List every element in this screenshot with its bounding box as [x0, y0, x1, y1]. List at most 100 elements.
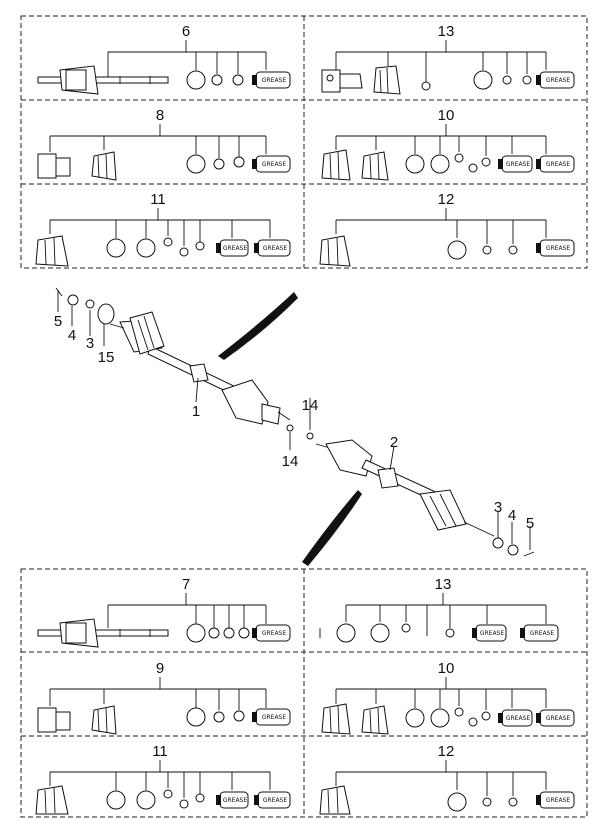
grease-tube-icon: GREASE — [536, 71, 575, 89]
lower-kit-panel — [20, 568, 588, 818]
kit-cell-6: 6 GREASE — [37, 23, 291, 95]
grease-label: GREASE — [546, 797, 571, 804]
callout-7: 7 — [182, 576, 190, 593]
callout-5-right: 5 — [526, 515, 534, 532]
ring-large-icon — [106, 790, 126, 810]
grease-tube-icon: GREASE — [498, 155, 533, 173]
joint-housing-icon — [321, 69, 363, 93]
ring-small-icon — [195, 241, 205, 251]
kit-cell-11-lower: 11 GREASE GREASE — [35, 743, 291, 815]
callout-14-lower: 14 — [282, 453, 299, 470]
ball-icon — [421, 81, 431, 91]
kit-cell-10-lower: 10 GREASE GREASE — [321, 660, 575, 735]
grease-tube-icon: GREASE — [252, 624, 291, 642]
ring-large-icon — [106, 238, 126, 258]
shaft-assembly-icon — [37, 618, 169, 648]
cotter-pin-icon — [523, 551, 535, 557]
ring-small-icon — [482, 797, 492, 807]
upper-kit-border — [20, 15, 588, 269]
kit-cell-8: 8 GREASE — [37, 107, 291, 181]
callout-6: 6 — [182, 23, 190, 40]
ring-small-icon — [454, 707, 464, 717]
grease-label: GREASE — [546, 77, 571, 84]
drive-shaft-right — [315, 439, 495, 537]
ring-small-icon — [502, 75, 512, 85]
grease-label: GREASE — [263, 797, 288, 804]
callout-10: 10 — [438, 660, 455, 677]
ring-small-icon — [482, 245, 492, 255]
inner-cv-joint — [325, 439, 373, 477]
ring-small-icon — [213, 711, 225, 723]
ring-small-icon — [213, 158, 225, 170]
callout-11: 11 — [150, 191, 166, 208]
ring-small-icon — [232, 74, 244, 86]
kit-cell-12-lower: 12 GREASE — [319, 743, 575, 815]
outer-cv-joint — [419, 489, 467, 531]
boot-icon — [319, 235, 351, 267]
ring-small-icon — [481, 157, 491, 167]
callout-4-left: 4 — [68, 327, 76, 344]
boot-pair-icon — [321, 703, 389, 735]
ring-small-icon — [233, 710, 245, 722]
kit-cell-11-upper: 11 GREASE GREASE — [35, 191, 291, 267]
damper — [377, 467, 399, 489]
grease-label: GREASE — [262, 161, 287, 168]
washer-icon — [492, 537, 504, 549]
ring-large-icon — [447, 240, 467, 260]
grease-label: GREASE — [262, 714, 287, 721]
ring-small-icon — [468, 717, 478, 727]
callout-12: 12 — [438, 191, 455, 208]
circlip-icon — [306, 432, 314, 440]
ring-large-icon — [430, 708, 450, 728]
sweep-arrow-lower — [302, 490, 362, 566]
kit-cell-10-upper: 10 GREASE GREASE — [321, 107, 575, 181]
grease-label: GREASE — [263, 245, 288, 252]
kit-cell-12-upper: 12 GREASE — [319, 191, 575, 267]
grease-tube-icon: GREASE — [498, 709, 533, 727]
ring-small-icon — [238, 627, 250, 639]
ring-small-icon — [233, 156, 245, 168]
callout-13: 13 — [435, 576, 452, 593]
grease-tube-icon: GREASE — [520, 624, 559, 642]
kit-cell-13-lower: 13 GREASE GREASE — [319, 576, 559, 643]
callout-10: 10 — [438, 107, 455, 124]
ring-small-icon — [211, 74, 223, 86]
kit-cell-13-upper: 13 GREASE — [321, 23, 575, 95]
ring-large-icon — [447, 792, 467, 812]
joint-housing-icon — [37, 153, 71, 179]
grease-tube-icon: GREASE — [252, 71, 291, 89]
ring-small-icon — [454, 153, 464, 163]
callout-13: 13 — [438, 23, 455, 40]
ring-small-icon — [163, 237, 173, 247]
grease-tube-icon: GREASE — [254, 239, 291, 257]
callout-15: 15 — [98, 349, 115, 366]
boot-icon — [373, 65, 401, 95]
grease-tube-icon: GREASE — [252, 155, 291, 173]
ring-small-icon — [223, 627, 235, 639]
cotter-pin-icon — [55, 287, 63, 297]
grease-label: GREASE — [262, 77, 287, 84]
grease-label: GREASE — [530, 630, 555, 637]
grease-label: GREASE — [223, 245, 248, 252]
ring-large-icon — [186, 707, 206, 727]
grease-label: GREASE — [506, 715, 531, 722]
ring-large-icon — [136, 790, 156, 810]
nut-icon — [507, 544, 519, 556]
boot-icon — [319, 785, 351, 815]
ring-small-icon — [401, 623, 411, 633]
callout-3-right: 3 — [494, 499, 502, 516]
drive-shaft-left — [109, 311, 291, 425]
ring-large-icon — [405, 154, 425, 174]
grease-tube-icon: GREASE — [252, 708, 291, 726]
ring-large-icon — [136, 238, 156, 258]
boot-icon — [35, 785, 69, 815]
grease-tube-icon: GREASE — [536, 155, 575, 173]
shaft-assembly-icon — [37, 65, 169, 95]
callout-4-right: 4 — [508, 507, 516, 524]
callout-11: 11 — [152, 743, 168, 760]
upper-kit-panel — [20, 15, 588, 269]
grease-label: GREASE — [506, 161, 531, 168]
grease-tube-icon: GREASE — [536, 709, 575, 727]
boot-pair-icon — [321, 149, 389, 181]
